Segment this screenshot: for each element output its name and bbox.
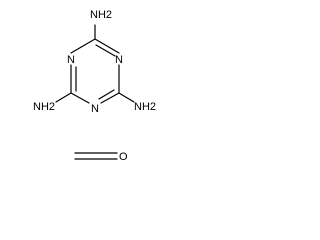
bond-c1-n2-inner (95, 44, 116, 57)
amino-group-left: NH2 (33, 101, 55, 113)
bond-c3-nh2 (118, 92, 135, 103)
formaldehyde-oxygen: O (119, 151, 128, 163)
ring-nitrogen-upper-right: N (115, 54, 123, 66)
bond-c3-n3 (100, 92, 120, 104)
structure-diagram: N N N NH2 NH2 NH2 O (33, 9, 156, 163)
amino-group-top: NH2 (90, 9, 112, 21)
melamine-molecule: N N N NH2 NH2 NH2 (33, 9, 156, 115)
formaldehyde-molecule: O (74, 151, 128, 163)
ring-nitrogen-upper-left: N (67, 54, 75, 66)
bond-c2-nh2 (55, 92, 72, 103)
bond-c2-n3 (70, 92, 90, 104)
bond-c1-n2 (94, 38, 120, 54)
bond-c1-n1 (70, 38, 96, 54)
ring-nitrogen-bottom: N (91, 103, 99, 115)
amino-group-right: NH2 (134, 101, 156, 113)
bond-c3-n3-inner (98, 89, 115, 100)
